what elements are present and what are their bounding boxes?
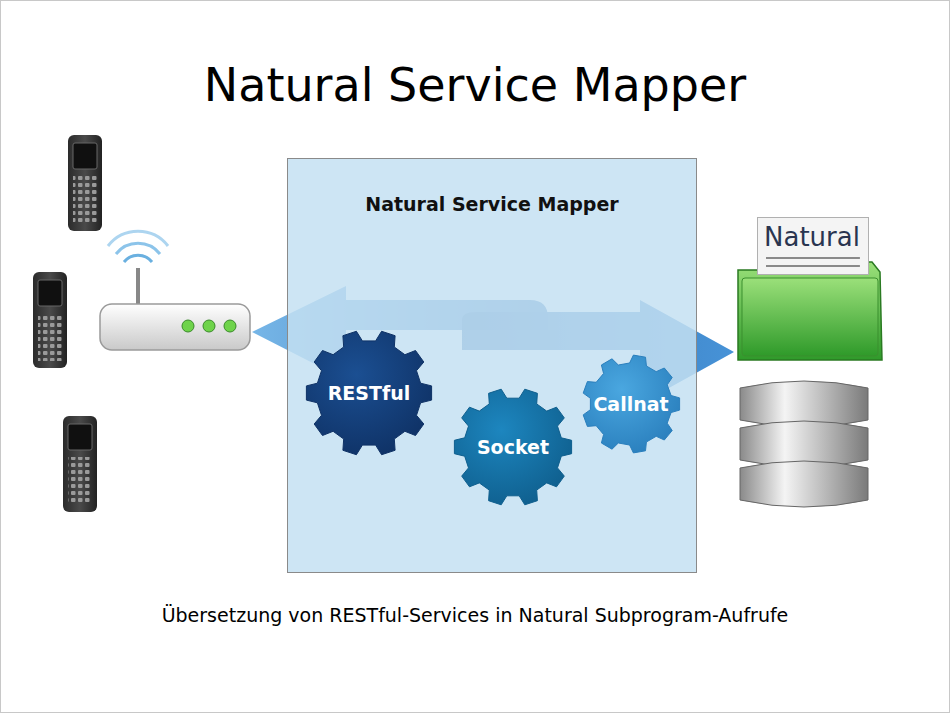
natural-document: Natural: [757, 217, 869, 275]
database-stack: [740, 381, 868, 507]
gear-label: RESTful: [305, 382, 433, 404]
handheld-1: [68, 135, 102, 231]
handheld-2: [33, 272, 67, 368]
document-label: Natural: [764, 222, 860, 252]
gear-label: Socket: [453, 436, 573, 458]
natural-folder: [738, 262, 882, 360]
gear-node: Socket: [453, 387, 573, 507]
handheld-3: [63, 416, 97, 512]
diagram-title: Natural Service Mapper: [0, 58, 950, 112]
gear-label: Callnat: [581, 393, 681, 415]
diagram-caption: Übersetzung von RESTful-Services in Natu…: [0, 604, 950, 626]
gear-node: RESTful: [305, 329, 433, 457]
wireless-router: [100, 231, 250, 350]
service-panel: Natural Service MapperRESTfulSocket Calln…: [287, 158, 697, 573]
gear-node: Callnat: [581, 354, 681, 454]
panel-title: Natural Service Mapper: [288, 193, 696, 215]
